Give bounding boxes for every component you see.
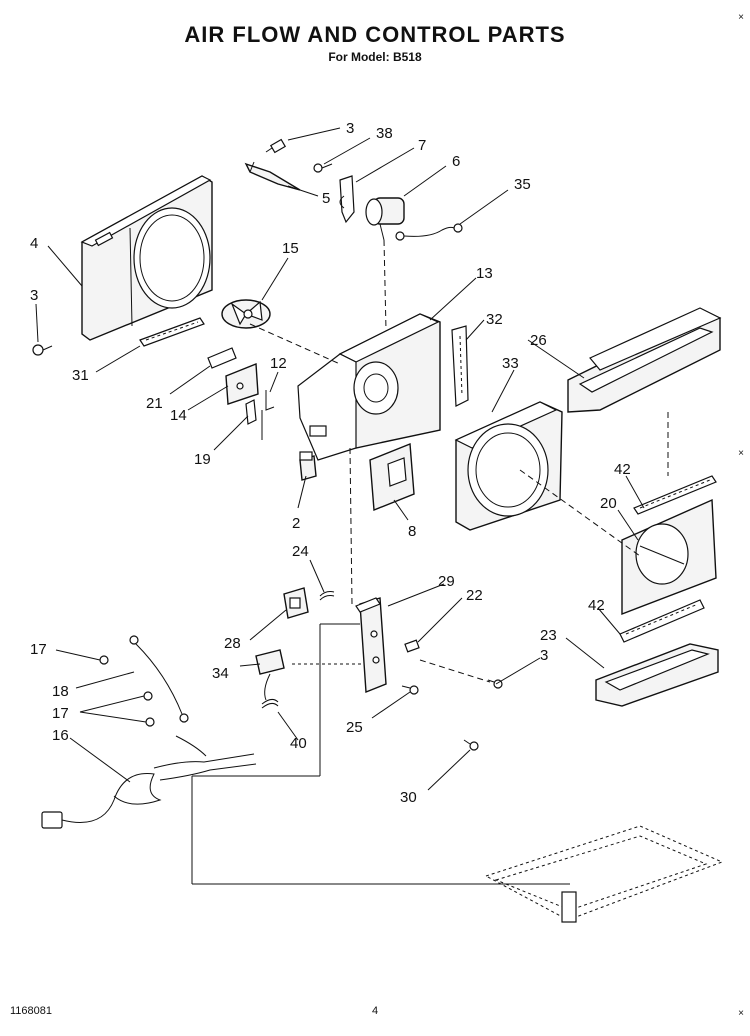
callout-30: 30: [400, 789, 417, 806]
part-22-connector: [404, 639, 420, 653]
part-3-screw-a: [265, 138, 287, 154]
callout-14: 14: [170, 407, 187, 424]
callout-29: 29: [438, 573, 455, 590]
part-26-duct: [567, 307, 722, 413]
part-35-ground-wire: [395, 223, 463, 241]
callout-12: 12: [270, 355, 287, 372]
callout-8: 8: [408, 523, 416, 540]
callout-2: 2: [292, 515, 300, 532]
part-7-bracket: [339, 175, 355, 224]
callout-42: 42: [614, 461, 631, 478]
callout-40: 40: [290, 735, 307, 752]
part-13-shroud: [297, 313, 441, 461]
part-14-switch: [225, 362, 259, 405]
corner-mark-middle: ×: [738, 448, 744, 459]
part-28-selector-switch: [283, 587, 309, 619]
part-12-lever: [261, 390, 275, 440]
callout-38: 38: [376, 125, 393, 142]
part-18-ground-wire: [129, 635, 189, 723]
part-33-scroll: [454, 401, 563, 531]
callout-5: 5: [322, 190, 330, 207]
callout-17: 17: [52, 705, 69, 722]
callout-6: 6: [452, 153, 460, 170]
callout-33: 33: [502, 355, 519, 372]
part-8-control-panel: [369, 442, 415, 512]
assembly-guide-lines: [191, 239, 669, 885]
page-number: 4: [371, 1005, 379, 1017]
callout-labels: 3 38 7 6 35 5 4 3 15 13 32 26 33 31 12 2…: [30, 120, 631, 806]
part-3-screw-b: [32, 344, 53, 356]
part-32-seal: [451, 325, 469, 407]
part-38-screw: [313, 163, 333, 173]
callout-34: 34: [212, 665, 229, 682]
part-21-bracket: [207, 347, 237, 369]
document-code: 1168081: [10, 1005, 53, 1017]
callout-28: 28: [224, 635, 241, 652]
callout-21: 21: [146, 395, 163, 412]
part-4-front-panel: [80, 175, 213, 341]
part-17-screw-b: [143, 691, 153, 701]
part-2-clip: [299, 451, 317, 481]
corner-mark-top: ×: [738, 12, 744, 23]
part-29-control-bracket: [355, 597, 387, 694]
callout-31: 31: [72, 367, 89, 384]
callout-17: 17: [30, 641, 47, 658]
part-30-screw: [463, 739, 479, 751]
part-40-tube: [261, 698, 279, 709]
callout-7: 7: [418, 137, 426, 154]
callout-26: 26: [530, 332, 547, 349]
callout-3: 3: [540, 647, 548, 664]
part-17-screw-a: [99, 655, 109, 665]
part-24-wire-clip: [319, 591, 335, 601]
part-15-fan: [221, 299, 271, 329]
callout-18: 18: [52, 683, 69, 700]
callout-20: 20: [600, 495, 617, 512]
part-20-panel: [621, 498, 717, 616]
part-42-gasket-b: [619, 599, 705, 643]
callout-25: 25: [346, 719, 363, 736]
part-34-thermostat: [255, 649, 285, 701]
part-17-screw-c: [145, 717, 155, 727]
model-subtitle: For Model: B518: [328, 50, 422, 64]
callout-24: 24: [292, 543, 309, 560]
callout-22: 22: [466, 587, 483, 604]
callout-23: 23: [540, 627, 557, 644]
part-16-power-cord: [41, 735, 257, 829]
callout-3: 3: [30, 287, 38, 304]
base-chassis: [484, 825, 724, 923]
part-23-base-pan: [595, 643, 719, 707]
callout-32: 32: [486, 311, 503, 328]
callout-16: 16: [52, 727, 69, 744]
part-25-screw: [401, 685, 419, 695]
callout-13: 13: [476, 265, 493, 282]
part-6-capacitor: [365, 197, 405, 241]
callout-3: 3: [346, 120, 354, 137]
part-42-gasket-a: [633, 475, 717, 515]
part-19-clip: [245, 399, 257, 425]
callout-35: 35: [514, 176, 531, 193]
callout-leaders: [35, 127, 645, 791]
diagram-title: AIR FLOW AND CONTROL PARTS: [184, 22, 566, 47]
callout-42: 42: [588, 597, 605, 614]
callout-4: 4: [30, 235, 38, 252]
callout-15: 15: [282, 240, 299, 257]
part-31-filter: [139, 317, 205, 347]
callout-19: 19: [194, 451, 211, 468]
corner-mark-bottom: ×: [738, 1008, 744, 1019]
part-5-bracket: [244, 161, 301, 191]
